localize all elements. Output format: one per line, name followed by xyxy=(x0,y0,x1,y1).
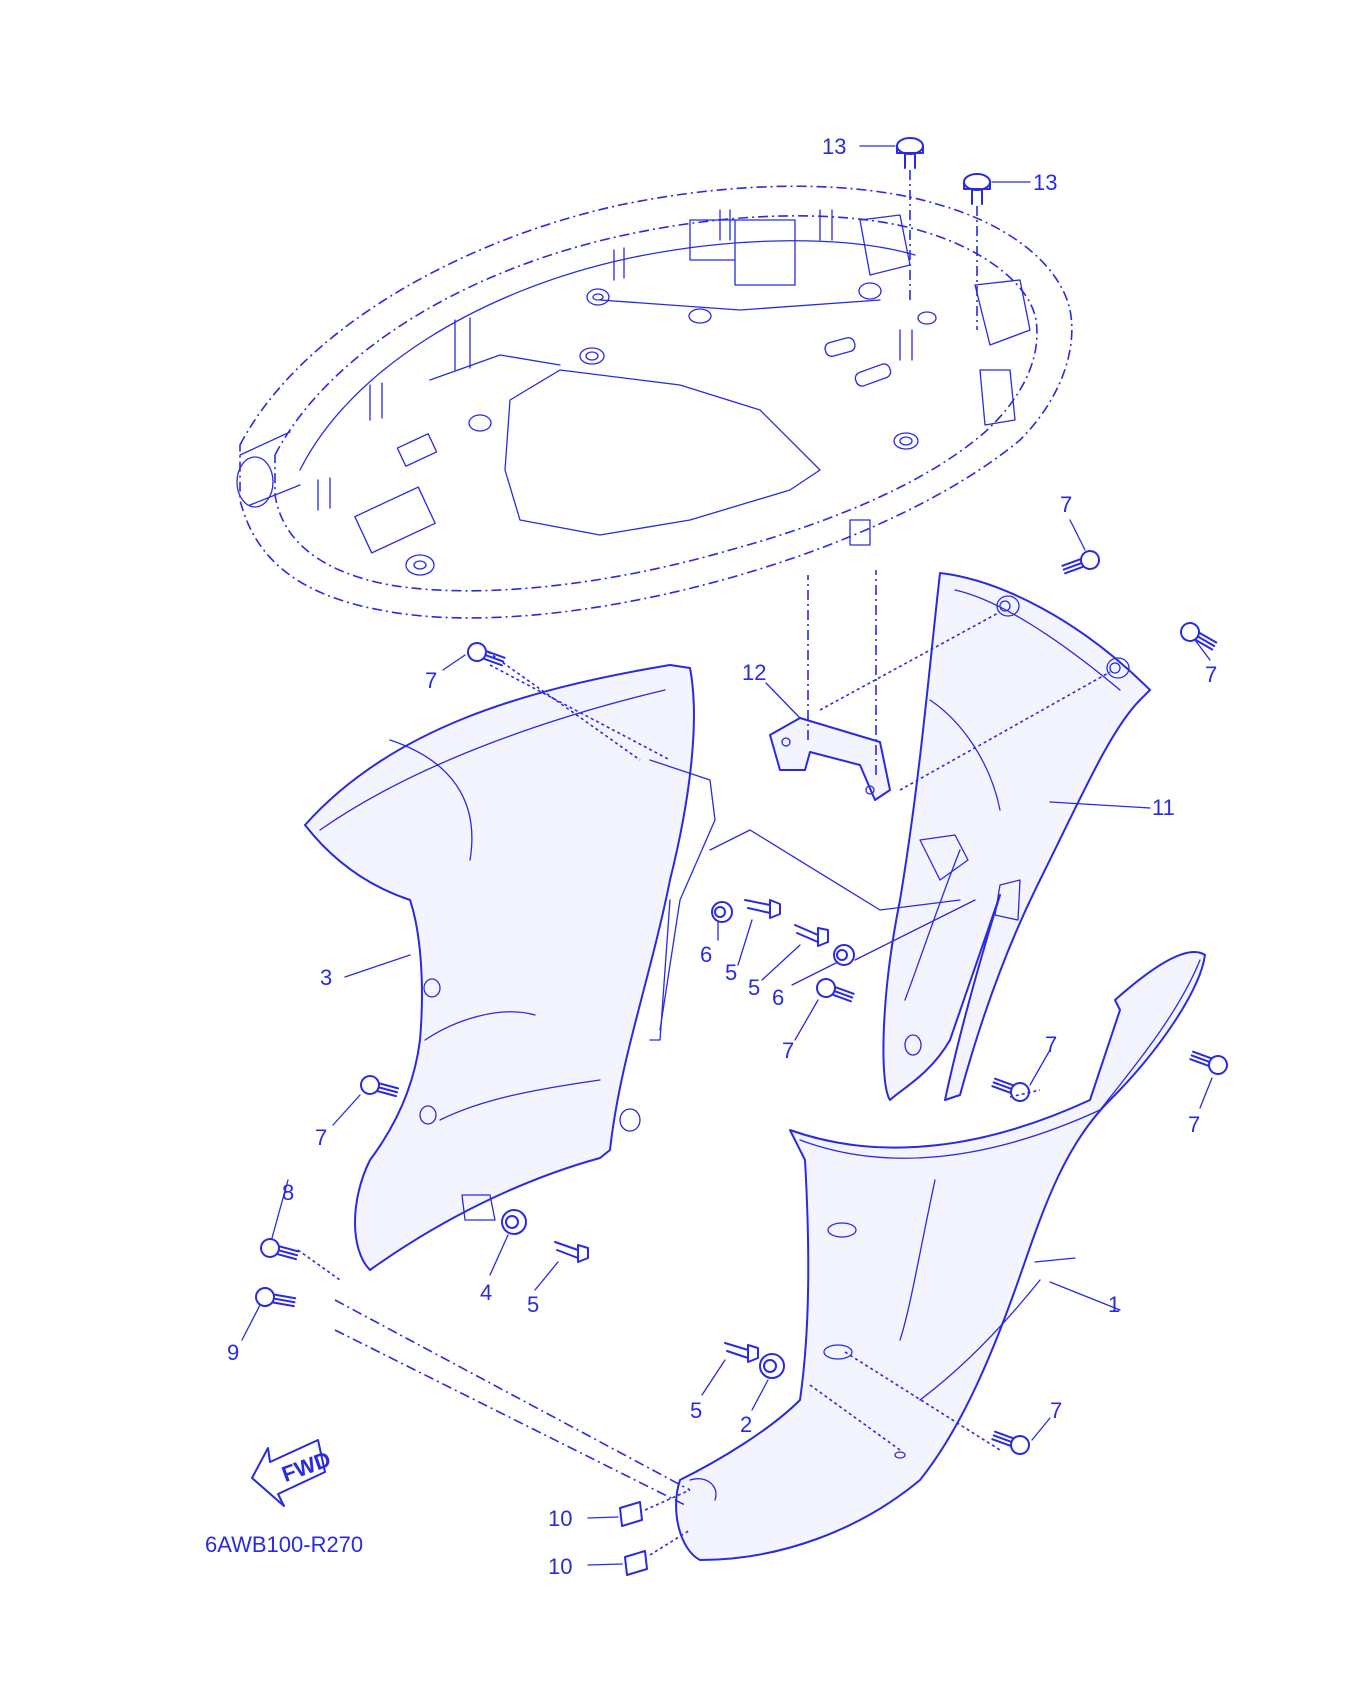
callout-5-b: 5 xyxy=(748,975,760,1000)
callout-7-left-top: 7 xyxy=(425,668,437,693)
callout-13-right: 13 xyxy=(1033,170,1057,195)
callout-7-far-right: 7 xyxy=(1188,1112,1200,1137)
bolt-7-group xyxy=(360,550,1228,1455)
callout-7-left: 7 xyxy=(315,1125,327,1150)
callout-10-bottom: 10 xyxy=(548,1554,572,1579)
callout-2: 2 xyxy=(740,1412,752,1437)
diagram-code: 6AWB100-R270 xyxy=(205,1532,363,1557)
callout-5-d: 5 xyxy=(690,1398,702,1423)
callout-4: 4 xyxy=(480,1280,492,1305)
bottom-cowling-housing xyxy=(236,185,1073,619)
callout-1: 1 xyxy=(1108,1292,1120,1317)
callout-7-top-right: 7 xyxy=(1060,492,1072,517)
callout-labels: 13 13 7 7 7 12 11 3 6 5 5 6 7 7 7 7 8 1 … xyxy=(205,134,1217,1579)
bolt-8-9-group xyxy=(255,1238,300,1308)
callout-7-center: 7 xyxy=(782,1038,794,1063)
callout-5-a: 5 xyxy=(725,960,737,985)
bolt-13-group xyxy=(859,137,1031,330)
callout-3: 3 xyxy=(320,965,332,990)
lower-cowling-1 xyxy=(675,951,1206,1561)
callout-12: 12 xyxy=(742,660,766,685)
side-panel-11 xyxy=(819,572,1151,1101)
grommet-group xyxy=(501,901,855,1379)
callout-7-mid-right: 7 xyxy=(1045,1032,1057,1057)
callout-11: 11 xyxy=(1152,795,1175,820)
bracket-12 xyxy=(765,570,891,801)
callout-7-bottom-right: 7 xyxy=(1050,1398,1062,1423)
callout-6-right: 6 xyxy=(772,985,784,1010)
nut-10-group xyxy=(619,1501,648,1576)
screw-5-group xyxy=(554,899,829,1363)
callout-13-left: 13 xyxy=(822,134,846,159)
callout-6-left: 6 xyxy=(700,942,712,967)
callout-8: 8 xyxy=(282,1180,294,1205)
fwd-direction-icon: FWD xyxy=(251,1439,334,1507)
bolt-7-leaders xyxy=(332,519,1213,1441)
callout-5-c: 5 xyxy=(527,1292,539,1317)
small-parts-leaders xyxy=(489,919,1076,1411)
callout-10-top: 10 xyxy=(548,1506,572,1531)
callout-9: 9 xyxy=(227,1340,239,1365)
callout-7-right: 7 xyxy=(1205,662,1217,687)
side-cover-3 xyxy=(304,664,716,1271)
